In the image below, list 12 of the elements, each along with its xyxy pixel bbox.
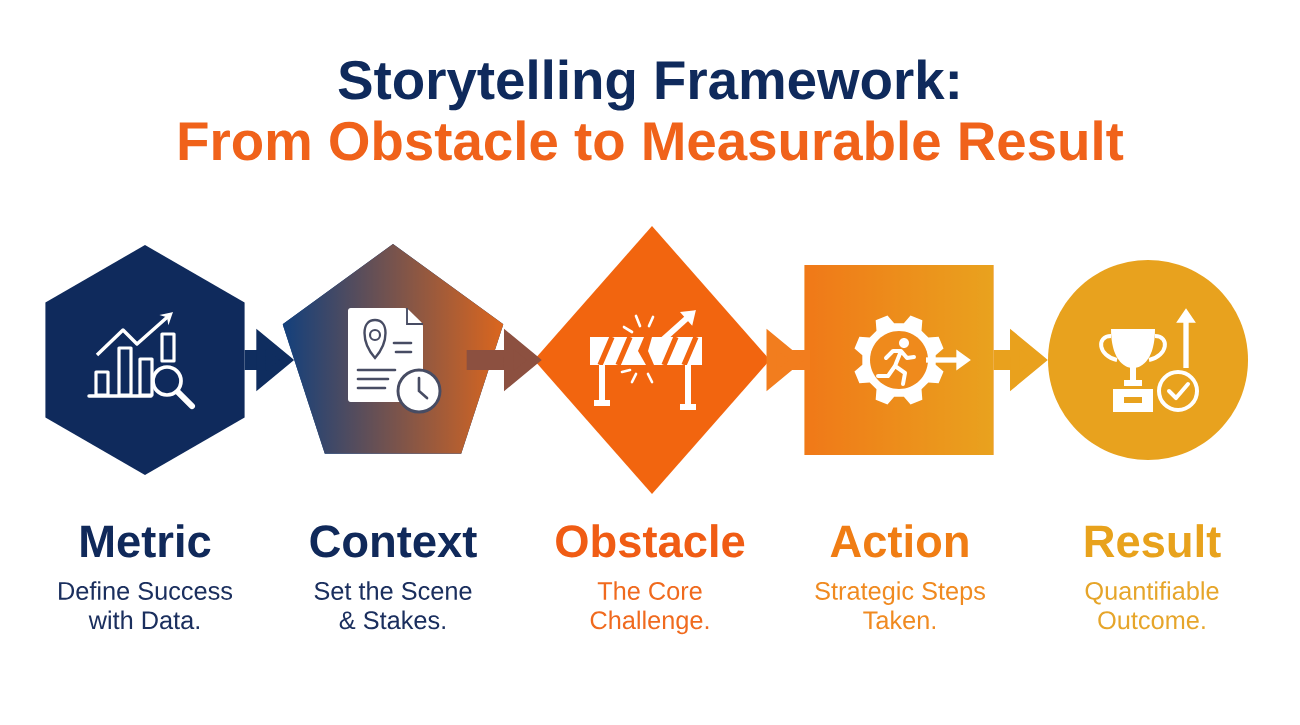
subtitle: From Obstacle to Measurable Result: [179, 120, 1124, 161]
step-description: Set the Scene & Stakes.: [314, 581, 472, 630]
step-title: Context: [310, 525, 477, 558]
step-description: Quantifiable Outcome.: [1085, 581, 1219, 630]
step-description: Strategic Steps Taken.: [815, 581, 985, 630]
step-title: Action: [830, 524, 968, 558]
step-title: Obstacle: [556, 524, 745, 558]
title: Storytelling Framework:: [338, 59, 958, 111]
step-title: Result: [1085, 524, 1221, 558]
step-description: Define Success with Data.: [59, 581, 233, 630]
step-description: The Core Challenge.: [590, 581, 709, 635]
step-title: Metric: [81, 524, 211, 558]
